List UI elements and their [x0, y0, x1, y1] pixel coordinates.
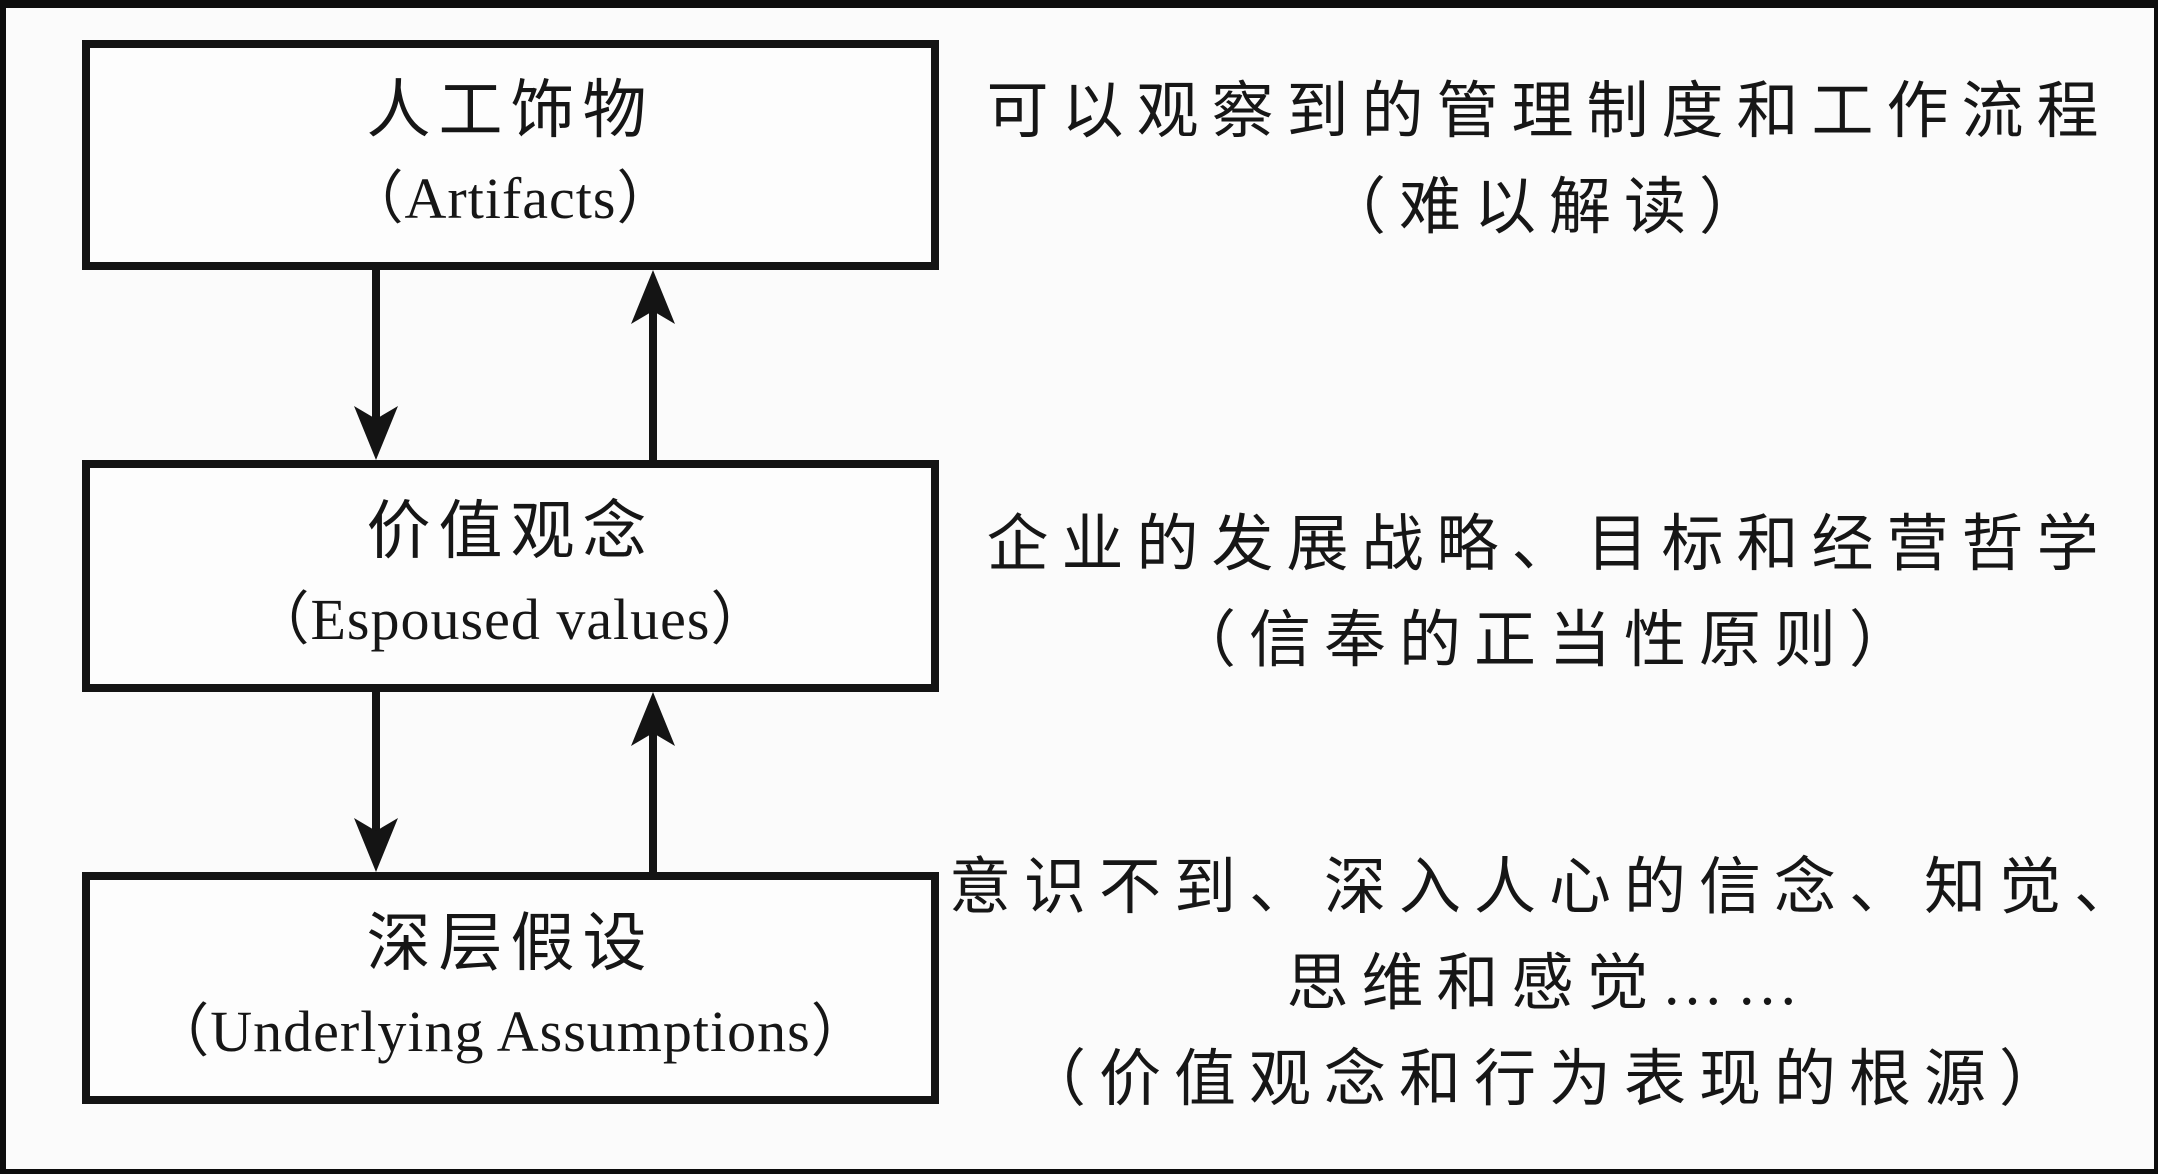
level-box-espoused-values: 价值观念 （Espoused values）: [82, 460, 939, 692]
description-line: （信奉的正当性原则）: [1173, 607, 1924, 675]
level-description-underlying-assumptions: 意识不到、深入人心的信念、知觉、 思维和感觉…… （价值观念和行为表现的根源）: [946, 840, 2152, 1128]
down-arrow: [354, 270, 398, 460]
description-line: 思维和感觉……: [1286, 950, 1812, 1018]
artifacts-label-en: （Artifacts）: [345, 166, 676, 231]
espoused-values-label-zh: 价值观念: [366, 496, 655, 567]
espoused-values-label-en: （Espoused values）: [251, 587, 770, 652]
level-description-artifacts: 可以观察到的管理制度和工作流程 （难以解读）: [946, 64, 2152, 256]
underlying-assumptions-label-en: （Underlying Assumptions）: [151, 999, 870, 1064]
level-description-espoused-values: 企业的发展战略、目标和经营哲学 （信奉的正当性原则）: [946, 497, 2152, 689]
level-box-artifacts: 人工饰物 （Artifacts）: [82, 40, 939, 270]
up-arrow: [631, 270, 675, 460]
level-box-underlying-assumptions: 深层假设 （Underlying Assumptions）: [82, 872, 939, 1104]
description-line: （价值观念和行为表现的根源）: [1023, 1046, 2074, 1114]
description-line: 企业的发展战略、目标和经营哲学: [986, 511, 2112, 579]
down-arrow: [354, 692, 398, 872]
description-line: （难以解读）: [1323, 174, 1774, 242]
description-line: 意识不到、深入人心的信念、知觉、: [948, 854, 2149, 922]
description-line: 可以观察到的管理制度和工作流程: [986, 78, 2112, 146]
underlying-assumptions-label-zh: 深层假设: [366, 908, 655, 979]
artifacts-label-zh: 人工饰物: [366, 75, 655, 146]
up-arrow: [631, 692, 675, 872]
